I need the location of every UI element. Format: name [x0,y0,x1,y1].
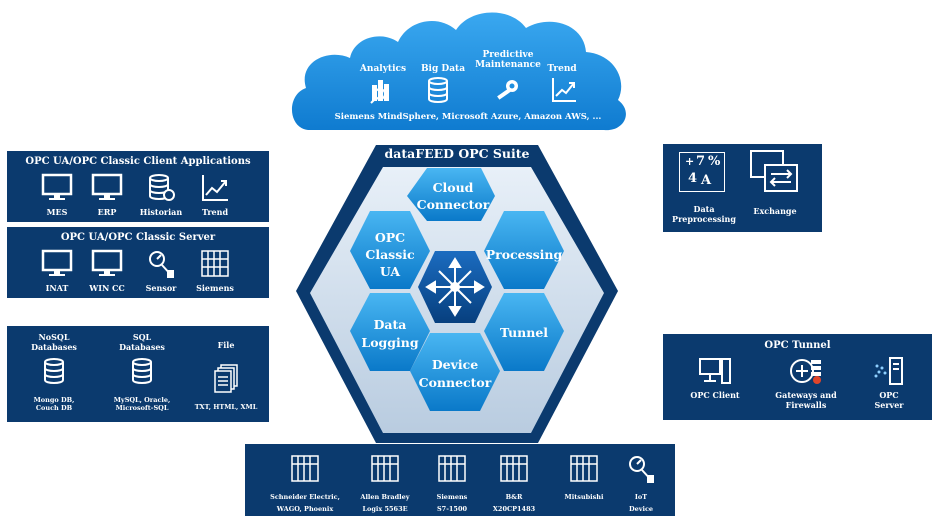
client-apps-title: OPC UA/OPC Classic Client Applications [25,156,251,167]
db-file: File TXT, HTML, XML [194,340,258,411]
cloud-footer: Siemens MindSphere, Microsoft Azure, Ama… [334,112,602,122]
plc-icon [438,455,466,482]
sensor-icon [629,456,654,483]
cloud-item-analytics: Analytics [359,64,407,74]
plc-icon [570,455,598,482]
plc-icon [201,250,229,277]
database-icon [44,358,64,384]
database-clock-icon [149,174,175,201]
cloud-item-predictive-maintenance: Predictive Maintenance [475,50,541,70]
database-icon [132,358,152,384]
monitor-icon [41,173,73,200]
tunnel-title: OPC Tunnel [764,340,831,351]
server-siemens: Siemens [185,249,245,293]
hex-label-processing: Processing [486,247,563,262]
computer-icon [699,358,731,384]
tunnel-gateways: Gateways and Firewalls [771,356,841,410]
hex-tunnel[interactable] [484,293,564,371]
wrench-gear-icon [497,80,518,100]
device-br: B&R X20CP1483 [479,454,549,515]
db-nosql: NoSQL Databases Mongo DB, Couch DB [31,332,77,412]
server-inat: INAT [27,249,87,293]
cloud-item-trend: Trend [547,64,577,74]
server-panel: OPC UA/OPC Classic Server INAT WIN CC Se… [7,227,269,298]
plc-icon [371,455,399,482]
central-arrows-icon [425,257,485,317]
tunnel-opc-client: OPC Client [685,356,745,400]
hex-label-tunnel: Tunnel [500,325,548,340]
trend-chart-icon [552,78,576,102]
hex-device-connector[interactable] [410,333,500,411]
exchange-icon [750,150,798,192]
hex-data-logging[interactable] [350,293,430,371]
plc-icon [291,455,319,482]
database-icon [428,77,448,103]
file-stack-icon [214,364,238,393]
hex-processing[interactable] [484,211,564,289]
device-allen-bradley: Allen Bradley Logix 5563E [345,454,425,515]
monitor-icon [91,249,123,276]
hex-opc-classic-ua[interactable] [350,211,430,289]
client-apps-panel: OPC UA/OPC Classic Client Applications M… [7,151,269,222]
db-sql: SQL Databases MySQL, Oracle, Microsoft-S… [113,332,171,412]
preprocessing-panel: + 7 % 4 A Data Preprocessing Exchange [663,144,822,232]
monitor-icon [91,173,123,200]
server-sensor: Sensor [131,249,191,293]
client-app-historian: Historian [131,173,191,217]
client-app-trend: Trend [185,173,245,217]
databases-panel: NoSQL Databases Mongo DB, Couch DB SQL D… [7,326,269,422]
analytics-icon [370,80,389,104]
device-mitsubishi: Mitsubishi [549,454,619,503]
devices-panel: Schneider Electric, WAGO, Phoenix Allen … [245,444,675,516]
client-app-erp: ERP [77,173,137,217]
sensor-icon [149,251,174,278]
preprocessing-label: Data Preprocessing [672,204,736,224]
monitor-icon [41,249,73,276]
device-iot: IoT Device [611,454,671,515]
firewall-icon [790,359,821,384]
plc-icon [500,455,528,482]
cloud-section: Analytics Big Data Predictive Maintenanc… [288,0,632,140]
tunnel-opc-server: OPC Server [859,356,919,410]
device-siemens: Siemens S7-1500 [417,454,487,515]
tunnel-panel: OPC Tunnel OPC Client Gateways and Firew… [663,334,932,420]
cloud-item-big-data: Big Data [420,64,466,74]
trend-chart-icon [202,175,228,201]
suite-title: dataFEED OPC Suite [384,146,529,161]
server-title: OPC UA/OPC Classic Server [60,232,216,243]
calculation-icon: + 7 % 4 A [679,152,725,192]
server-wincc: WIN CC [77,249,137,293]
exchange-label: Exchange [753,206,797,216]
device-schneider: Schneider Electric, WAGO, Phoenix [265,454,345,515]
server-icon [874,357,903,385]
client-app-mes: MES [27,173,87,217]
hex-cloud-connector[interactable] [407,168,495,221]
